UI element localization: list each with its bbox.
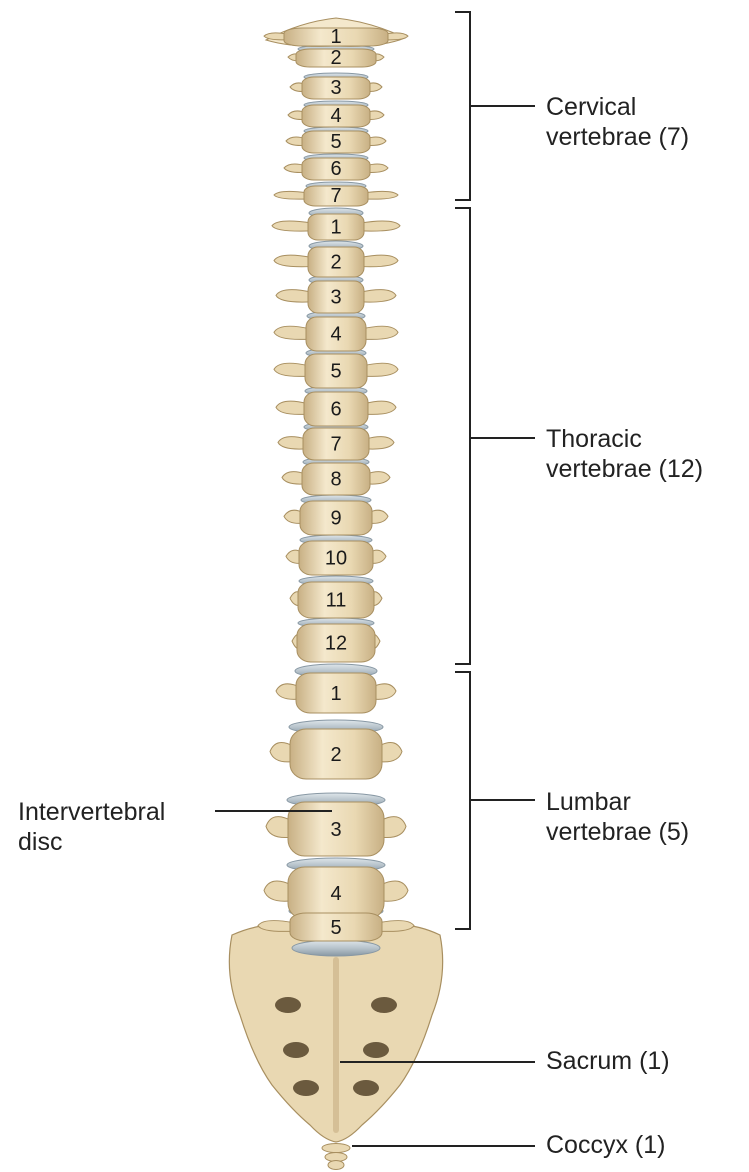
cervical-bracket xyxy=(455,12,470,200)
coccyx-segment xyxy=(328,1161,344,1170)
thoracic-vertebra-number: 12 xyxy=(325,633,347,655)
cervical-vertebra-number: 2 xyxy=(330,47,341,69)
transverse-process xyxy=(360,290,396,302)
intervertebral-disc-label: Intervertebral disc xyxy=(18,797,165,857)
transverse-process xyxy=(364,191,398,199)
cervical-vertebra-number: 4 xyxy=(330,105,341,127)
disc-label-line1: Intervertebral xyxy=(18,797,165,827)
transverse-process xyxy=(362,326,398,339)
lumbar-vertebra-number: 1 xyxy=(330,683,341,705)
lumbar-bracket xyxy=(455,672,470,929)
thoracic-vertebra-number: 3 xyxy=(330,287,341,309)
thoracic-vertebra-number: 2 xyxy=(330,252,341,274)
thoracic-bracket xyxy=(455,208,470,664)
lumbar-label-line1: Lumbar xyxy=(546,787,689,817)
transverse-process xyxy=(364,401,396,414)
cervical-label: Cervical vertebrae (7) xyxy=(546,92,689,152)
cervical-label-line1: Cervical xyxy=(546,92,689,122)
cervical-vertebra-number: 5 xyxy=(330,131,341,153)
sacral-foramen xyxy=(283,1042,309,1058)
cervical-label-line2: vertebrae (7) xyxy=(546,122,689,152)
transverse-process xyxy=(360,255,398,267)
thoracic-label-line2: vertebrae (12) xyxy=(546,454,703,484)
cervical-vertebra-number: 3 xyxy=(330,77,341,99)
thoracic-vertebra-number: 7 xyxy=(330,434,341,456)
transverse-process xyxy=(363,363,398,376)
transverse-process xyxy=(274,191,308,199)
cervical-vertebra-number: 6 xyxy=(330,158,341,180)
transverse-process xyxy=(276,290,312,302)
lumbar-vertebra-number: 5 xyxy=(330,917,341,939)
coccyx-segment xyxy=(322,1144,350,1153)
lumbar-vertebra-number: 3 xyxy=(330,819,341,841)
cervical-vertebra-number: 1 xyxy=(330,26,341,48)
transverse-process xyxy=(274,326,310,339)
sacral-foramen xyxy=(275,997,301,1013)
sacrum-label: Sacrum (1) xyxy=(546,1046,670,1076)
sacral-foramen xyxy=(363,1042,389,1058)
thoracic-vertebra-number: 6 xyxy=(330,399,341,421)
lumbar-label: Lumbar vertebrae (5) xyxy=(546,787,689,847)
sacral-foramen xyxy=(371,997,397,1013)
thoracic-vertebra-number: 4 xyxy=(330,324,341,346)
sacral-foramen xyxy=(353,1080,379,1096)
thoracic-label: Thoracic vertebrae (12) xyxy=(546,424,703,484)
cervical-vertebra-number: 7 xyxy=(330,185,341,207)
transverse-process xyxy=(272,221,312,231)
thoracic-vertebra-number: 5 xyxy=(330,361,341,383)
transverse-process xyxy=(276,401,308,414)
thoracic-vertebra-number: 10 xyxy=(325,548,347,570)
lumbar-label-line2: vertebrae (5) xyxy=(546,817,689,847)
thoracic-vertebra-number: 9 xyxy=(330,508,341,530)
transverse-process xyxy=(274,363,309,376)
sacral-foramen xyxy=(293,1080,319,1096)
disc-label-line2: disc xyxy=(18,827,165,857)
thoracic-vertebra-number: 11 xyxy=(326,590,347,612)
thoracic-vertebra-number: 1 xyxy=(330,217,341,239)
transverse-process xyxy=(274,255,312,267)
intervertebral-disc xyxy=(292,940,380,956)
transverse-process xyxy=(360,221,400,231)
lumbar-vertebra-number: 4 xyxy=(330,883,341,905)
coccyx-label: Coccyx (1) xyxy=(546,1130,665,1160)
thoracic-label-line1: Thoracic xyxy=(546,424,703,454)
thoracic-vertebra-number: 8 xyxy=(330,469,341,491)
lumbar-vertebra-number: 2 xyxy=(330,744,341,766)
